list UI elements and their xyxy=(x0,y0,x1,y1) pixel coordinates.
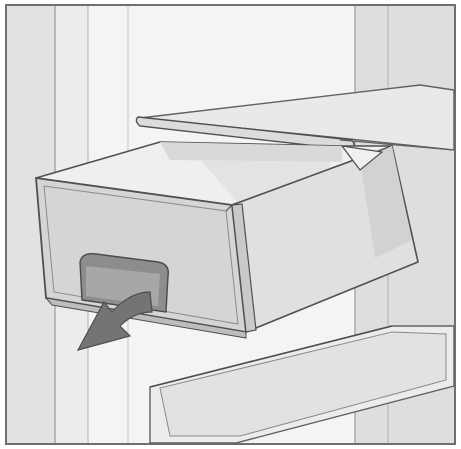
pull-out-arrow-icon xyxy=(76,291,153,351)
lower-shelf xyxy=(149,325,455,444)
